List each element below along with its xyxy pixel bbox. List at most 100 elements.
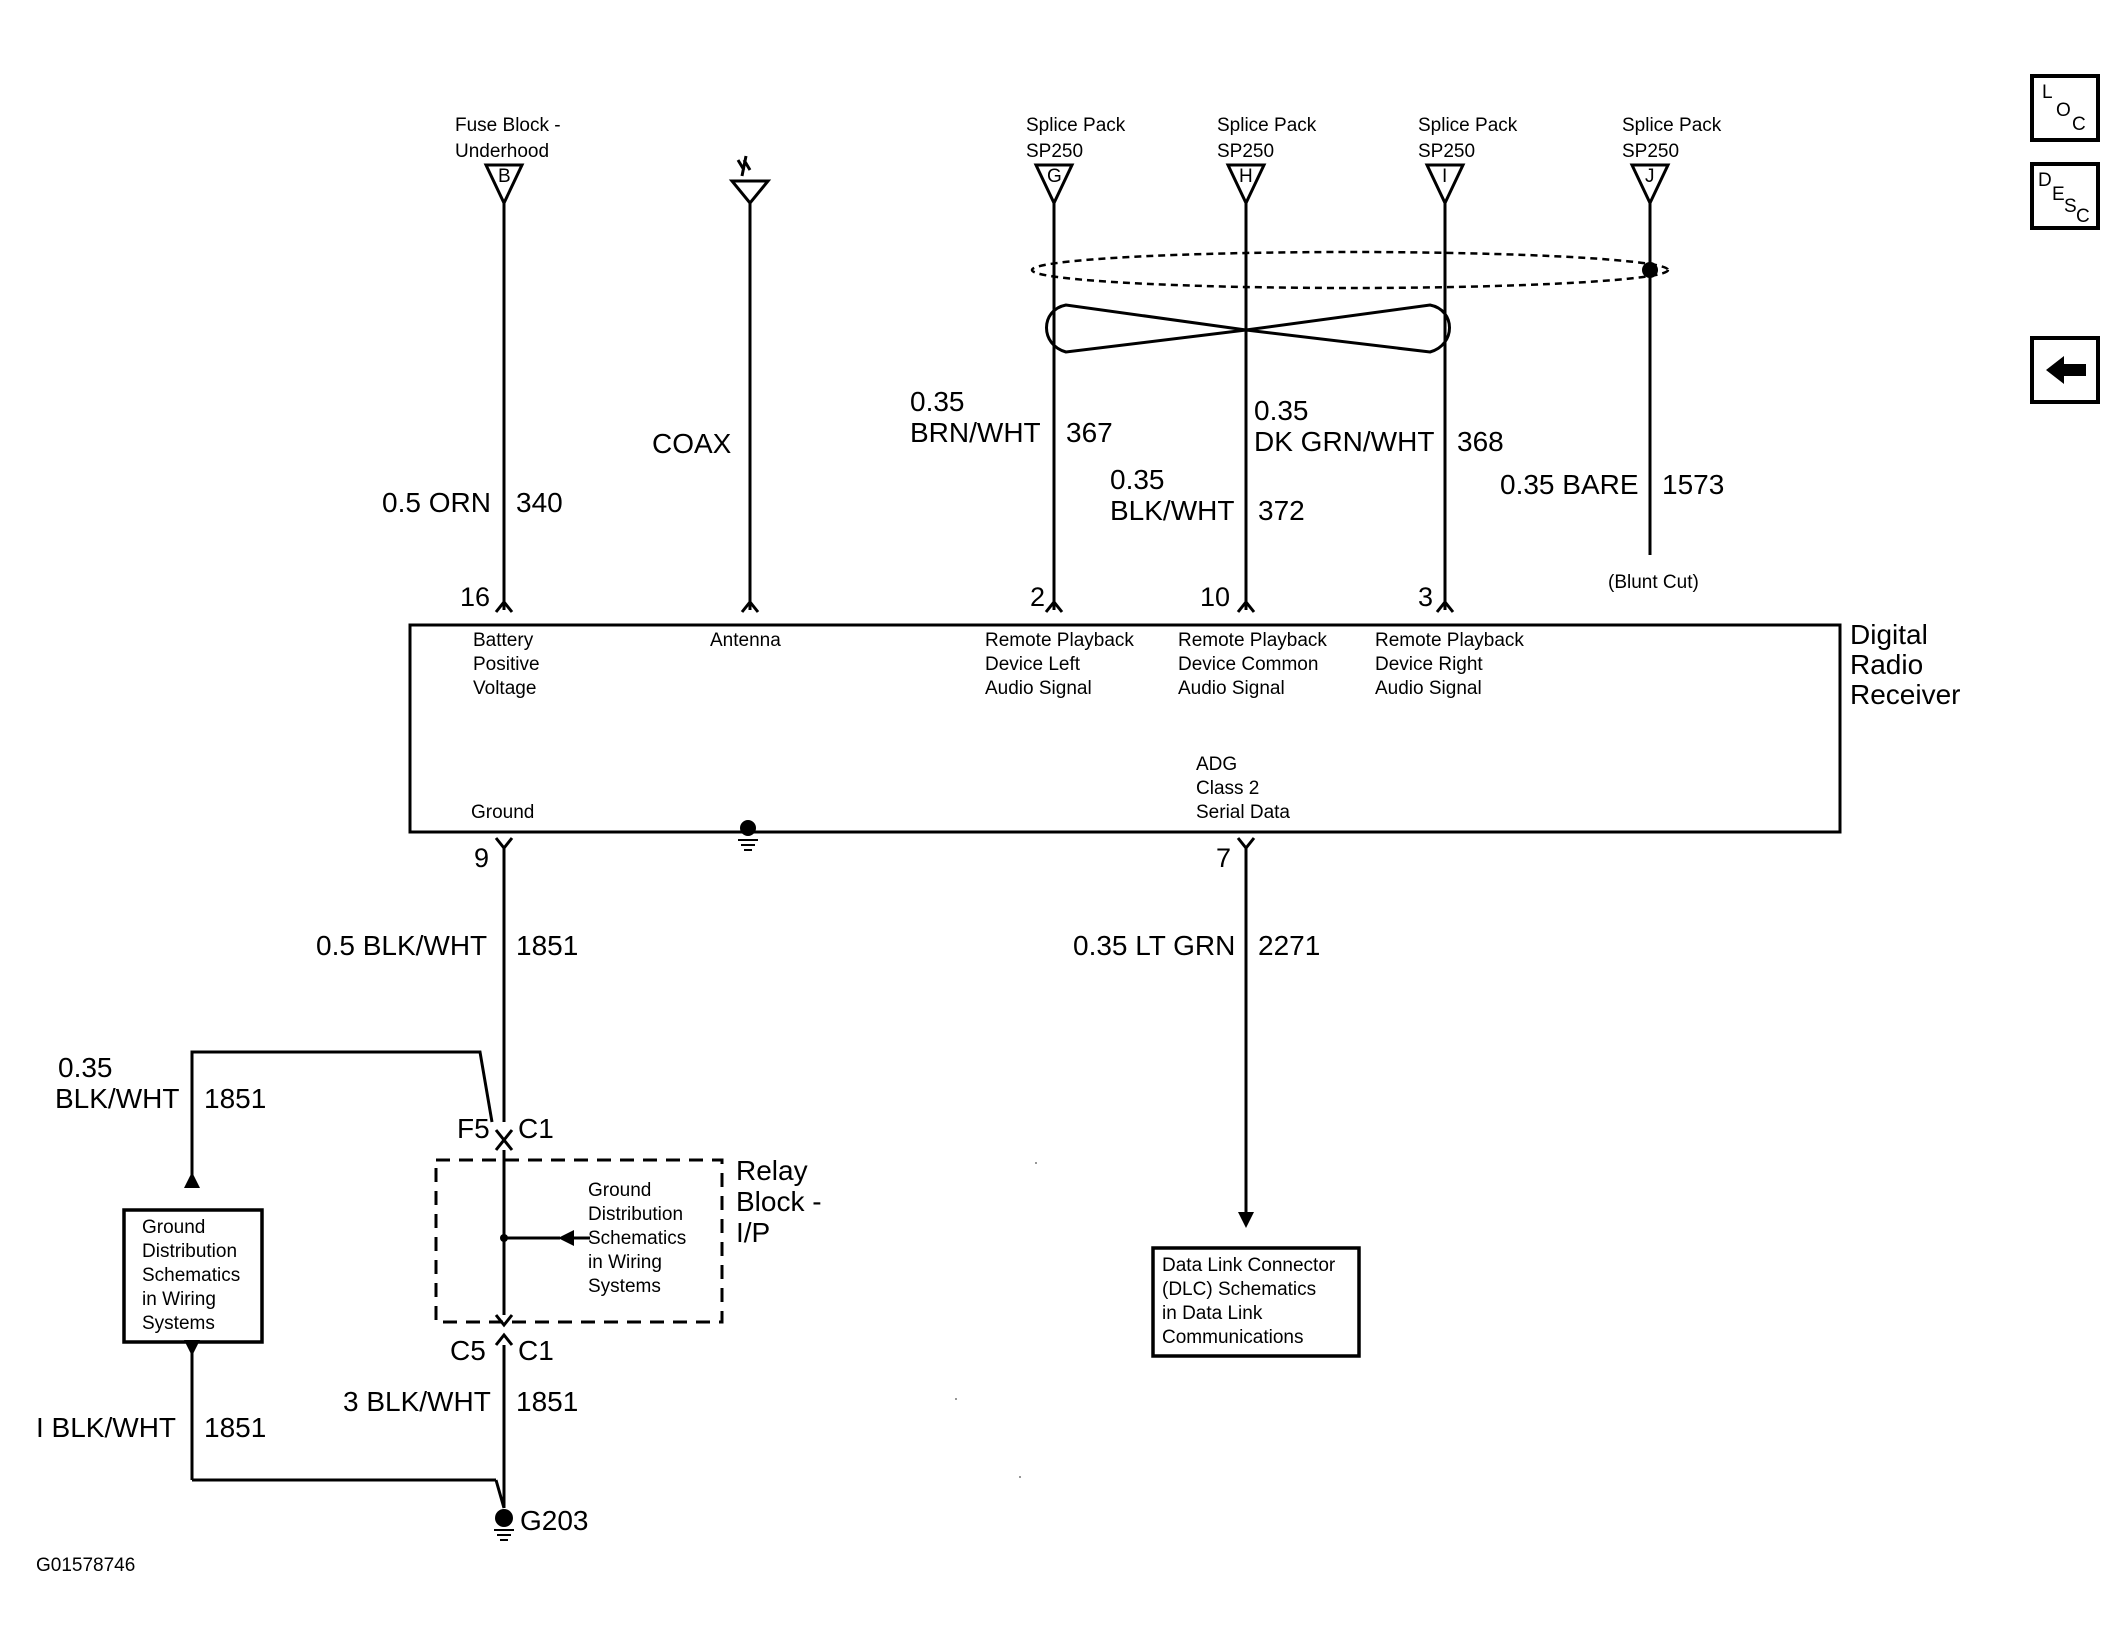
fuse-block-label: Fuse Block -	[455, 115, 561, 136]
wire-ltgrn-labels: 0.35 LT GRN 2271	[1073, 930, 1320, 961]
shield-ellipse	[1030, 250, 1670, 290]
svg-text:Radio: Radio	[1850, 649, 1923, 680]
antenna-symbol	[728, 155, 772, 206]
svg-text:0.35: 0.35	[58, 1052, 113, 1083]
svg-text:1851: 1851	[204, 1412, 266, 1443]
arrow-down-icon	[184, 1340, 200, 1356]
top-wires	[494, 203, 1652, 613]
svg-text:Splice Pack: Splice Pack	[1217, 115, 1317, 136]
pin-7: 7	[1216, 843, 1231, 873]
right-audio-label: Remote Playback	[1375, 630, 1524, 651]
svg-text:J: J	[1645, 166, 1655, 187]
module-name: Digital	[1850, 619, 1928, 650]
svg-text:0.35 BARE: 0.35 BARE	[1500, 469, 1639, 500]
svg-text:1851: 1851	[516, 930, 578, 961]
splice-dot	[1642, 262, 1658, 278]
loc-button[interactable]: L O C	[2030, 74, 2100, 142]
svg-text:L: L	[2042, 82, 2053, 103]
svg-text:0.5 ORN: 0.5 ORN	[382, 487, 491, 518]
svg-text:0.35: 0.35	[910, 386, 965, 417]
svg-text:S: S	[2064, 196, 2077, 217]
back-button[interactable]	[2030, 336, 2100, 404]
svg-text:Systems: Systems	[588, 1276, 661, 1297]
relay-note: Ground	[588, 1180, 651, 1201]
svg-text:H: H	[1239, 166, 1253, 187]
svg-text:Device Left: Device Left	[985, 654, 1081, 675]
connector-triangle-icon	[483, 163, 525, 207]
svg-text:(DLC) Schematics: (DLC) Schematics	[1162, 1279, 1316, 1300]
svg-text:C: C	[2076, 206, 2090, 227]
wire-brn-labels: 0.35 BRN/WHT 367	[910, 386, 1113, 448]
ground-label: G203	[520, 1505, 589, 1536]
dlc-box: Data Link Connector (DLC) Schematics in …	[1151, 1246, 1361, 1358]
back-arrow-icon	[2046, 356, 2086, 384]
svg-text:0.35: 0.35	[1110, 464, 1165, 495]
pin-2: 2	[1030, 582, 1045, 612]
svg-text:Splice Pack: Splice Pack	[1622, 115, 1722, 136]
svg-text:1573: 1573	[1662, 469, 1724, 500]
wire-bottom-labels: 3 BLK/WHT 1851	[343, 1386, 578, 1417]
coax-label: COAX	[652, 428, 732, 459]
svg-text:Audio Signal: Audio Signal	[1375, 678, 1482, 699]
svg-text:Systems: Systems	[142, 1313, 215, 1334]
svg-text:Block -: Block -	[736, 1186, 822, 1217]
svg-text:0.35: 0.35	[1254, 395, 1309, 426]
svg-text:I BLK/WHT: I BLK/WHT	[36, 1412, 176, 1443]
pin-9: 9	[474, 843, 489, 873]
pin-3: 3	[1418, 582, 1433, 612]
connector-triangle-icon	[1629, 163, 1671, 207]
common-audio-label: Remote Playback	[1178, 630, 1327, 651]
splice-pack-h: Splice Pack SP250 H	[1217, 115, 1317, 207]
twisted-pair	[1045, 303, 1451, 354]
pin-c5: C5	[450, 1335, 486, 1366]
fuse-block-connector: Fuse Block - Underhood B	[455, 115, 561, 207]
ground-pin-label: Ground	[471, 802, 534, 823]
svg-text:D: D	[2038, 170, 2052, 191]
svg-text:I/P: I/P	[736, 1217, 770, 1248]
svg-text:2271: 2271	[1258, 930, 1320, 961]
ground-distribution-box: Ground Distribution Schematics in Wiring…	[122, 1208, 264, 1344]
splice-pack-g: Splice Pack SP250 G	[1026, 115, 1126, 207]
svg-text:in Data Link: in Data Link	[1162, 1303, 1263, 1324]
svg-text:SP250: SP250	[1026, 141, 1083, 162]
svg-text:Serial Data: Serial Data	[1196, 802, 1290, 823]
relay-block-ip: Relay Block - I/P Ground Distribution Sc…	[434, 1113, 822, 1366]
svg-text:0.5 BLK/WHT: 0.5 BLK/WHT	[316, 930, 487, 961]
connector-letter: B	[498, 166, 511, 187]
arrow-left-icon	[558, 1230, 574, 1246]
figure-id: G01578746	[36, 1555, 135, 1576]
module-outline	[408, 623, 1842, 834]
antenna-icon	[728, 179, 772, 206]
relay-block-name: Relay	[736, 1155, 808, 1186]
pin-10: 10	[1200, 582, 1230, 612]
dlc-outline	[1151, 1246, 1361, 1358]
svg-text:0.35 LT GRN: 0.35 LT GRN	[1073, 930, 1235, 961]
desc-icon: D E S C	[2038, 170, 2090, 227]
svg-text:BLK/WHT: BLK/WHT	[55, 1083, 179, 1114]
battery-label: Battery	[473, 630, 534, 651]
svg-text:Audio Signal: Audio Signal	[985, 678, 1092, 699]
connector-triangle-icon	[1033, 163, 1075, 207]
svg-text:Receiver: Receiver	[1850, 679, 1960, 710]
svg-text:Device Common: Device Common	[1178, 654, 1318, 675]
desc-button[interactable]: D E S C	[2030, 162, 2100, 230]
lower-wires	[190, 837, 1256, 1509]
left-audio-label: Remote Playback	[985, 630, 1134, 651]
case-ground-icon	[740, 820, 756, 836]
splice-pack-i: Splice Pack SP250 I	[1418, 115, 1518, 207]
svg-text:DK GRN/WHT: DK GRN/WHT	[1254, 426, 1434, 457]
svg-text:C: C	[2072, 114, 2086, 135]
svg-text:Ground: Ground	[142, 1217, 205, 1238]
serial-data-label: ADG	[1196, 754, 1237, 775]
svg-text:E: E	[2052, 184, 2065, 205]
svg-text:Splice Pack: Splice Pack	[1418, 115, 1518, 136]
digital-radio-receiver: Digital Radio Receiver Battery Positive …	[408, 619, 1960, 851]
svg-text:SP250: SP250	[1622, 141, 1679, 162]
wire-gnd-main-labels: 0.5 BLK/WHT 1851	[316, 930, 578, 961]
svg-text:Splice Pack: Splice Pack	[1026, 115, 1126, 136]
svg-text:Positive: Positive	[473, 654, 540, 675]
svg-text:BLK/WHT: BLK/WHT	[1110, 495, 1234, 526]
relay-block-outline	[434, 1158, 724, 1324]
svg-text:372: 372	[1258, 495, 1305, 526]
